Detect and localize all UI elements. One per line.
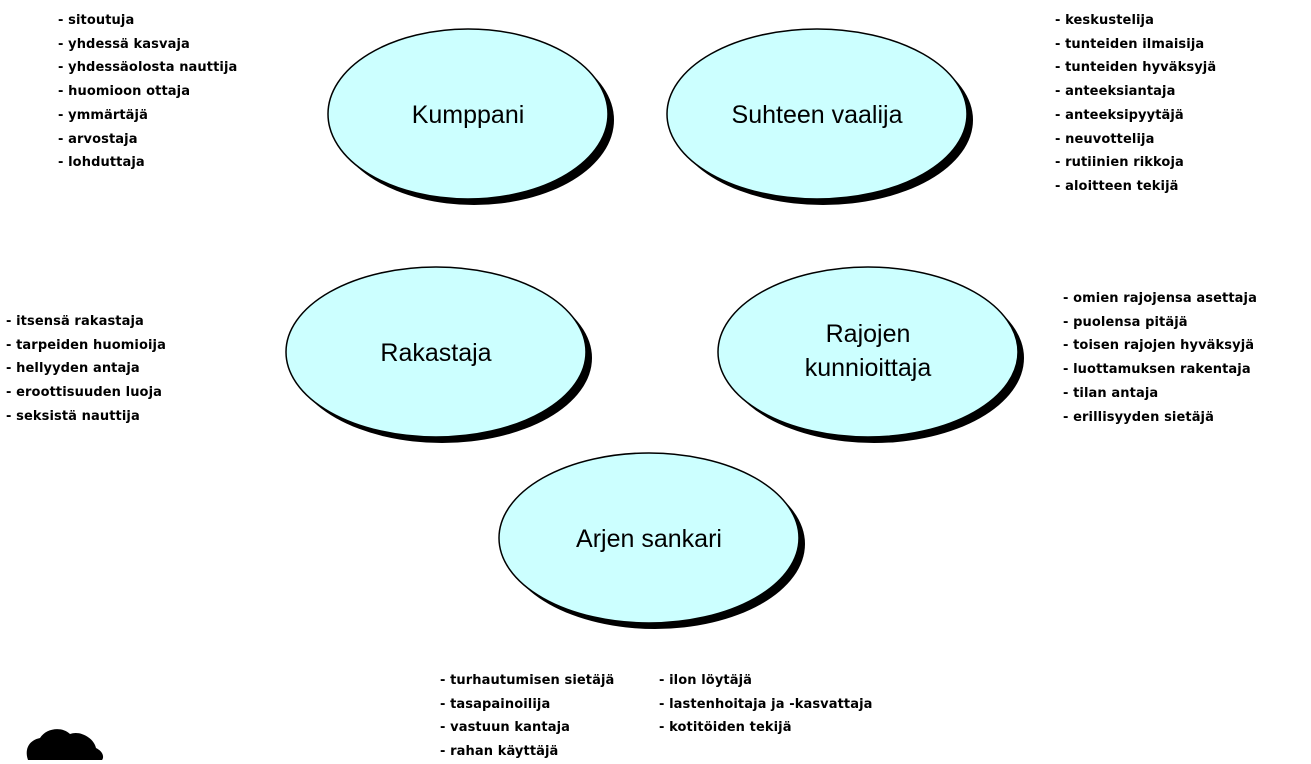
trait-item: - turhautumisen sietäjä — [440, 673, 615, 688]
trait-item: - hellyyden antaja — [6, 361, 140, 377]
trait-item: - eroottisuuden luoja — [6, 385, 163, 401]
trait-item: - toisen rajojen hyväksyjä — [1063, 338, 1255, 354]
trait-item: - ymmärtäjä — [58, 107, 148, 123]
trait-item: - rahan käyttäjä — [440, 744, 559, 760]
ellipse-rajojen-kunnioittaja: Rajojen kunnioittaja — [717, 266, 1024, 443]
trait-item: - keskustelija — [1055, 13, 1154, 28]
trait-item: - omien rajojensa asettaja — [1063, 291, 1257, 306]
trait-item: - rutiinien rikkoja — [1055, 155, 1184, 171]
ellipse-label-arjen-sankari: Arjen sankari — [576, 525, 722, 553]
trait-item: - ilon löytäjä — [659, 673, 753, 688]
trait-item: - anteeksiantaja — [1055, 84, 1176, 100]
trait-item: - huomioon ottaja — [58, 84, 191, 100]
trait-list-rakastaja: - itsensä rakastaja - tarpeiden huomioij… — [6, 310, 166, 429]
trait-list-suhteen-vaalija: - keskustelija - tunteiden ilmaisija - t… — [1055, 9, 1216, 199]
trait-item: - lohduttaja — [58, 155, 145, 171]
black-blob-shape — [26, 729, 104, 760]
ellipse-rakastaja: Rakastaja — [285, 266, 592, 443]
trait-item: - sitoutuja — [58, 13, 135, 28]
trait-list-arjen-sankari-col1: - turhautumisen sietäjä - tasapainoilija… — [440, 669, 614, 764]
trait-item: - kotitöiden tekijä — [659, 720, 792, 736]
trait-item: - tarpeiden huomioija — [6, 337, 166, 353]
trait-item: - neuvottelija — [1055, 131, 1155, 147]
trait-item: - lastenhoitaja ja -kasvattaja — [659, 696, 873, 712]
ellipse-suhteen-vaalija: Suhteen vaalija — [666, 28, 973, 205]
trait-item: - tunteiden hyväksyjä — [1055, 60, 1217, 76]
trait-item: - yhdessäolosta nauttija — [58, 60, 238, 76]
trait-item: - tasapainoilija — [440, 696, 551, 712]
ellipse-label-rajojen-line2: kunnioittaja — [805, 354, 932, 382]
trait-item: - tilan antaja — [1063, 385, 1159, 401]
trait-item: - puolensa pitäjä — [1063, 314, 1188, 330]
ellipse-label-rajojen-line1: Rajojen — [826, 320, 911, 348]
trait-item: - luottamuksen rakentaja — [1063, 362, 1251, 378]
ellipse-kumppani: Kumppani — [327, 28, 614, 205]
trait-item: - vastuun kantaja — [440, 720, 570, 736]
trait-item: - anteeksipyytäjä — [1055, 107, 1184, 123]
trait-list-kumppani: - sitoutuja - yhdessä kasvaja - yhdessäo… — [58, 9, 237, 175]
ellipse-label-suhteen-vaalija: Suhteen vaalija — [732, 101, 903, 129]
trait-item: - yhdessä kasvaja — [58, 36, 190, 52]
trait-item: - aloitteen tekijä — [1055, 178, 1179, 194]
trait-list-rajojen-kunnioittaja: - omien rajojensa asettaja - puolensa pi… — [1063, 287, 1257, 429]
trait-item: - arvostaja — [58, 131, 138, 147]
trait-item: - tunteiden ilmaisija — [1055, 36, 1205, 52]
trait-item: - itsensä rakastaja — [6, 314, 144, 329]
ellipse-arjen-sankari: Arjen sankari — [498, 452, 805, 629]
trait-item: - seksistä nauttija — [6, 408, 140, 424]
ellipse-label-rakastaja: Rakastaja — [380, 339, 491, 367]
ellipse-label-kumppani: Kumppani — [412, 101, 525, 129]
trait-list-arjen-sankari-col2: - ilon löytäjä - lastenhoitaja ja -kasva… — [659, 669, 873, 740]
trait-item: - erillisyyden sietäjä — [1063, 409, 1214, 425]
